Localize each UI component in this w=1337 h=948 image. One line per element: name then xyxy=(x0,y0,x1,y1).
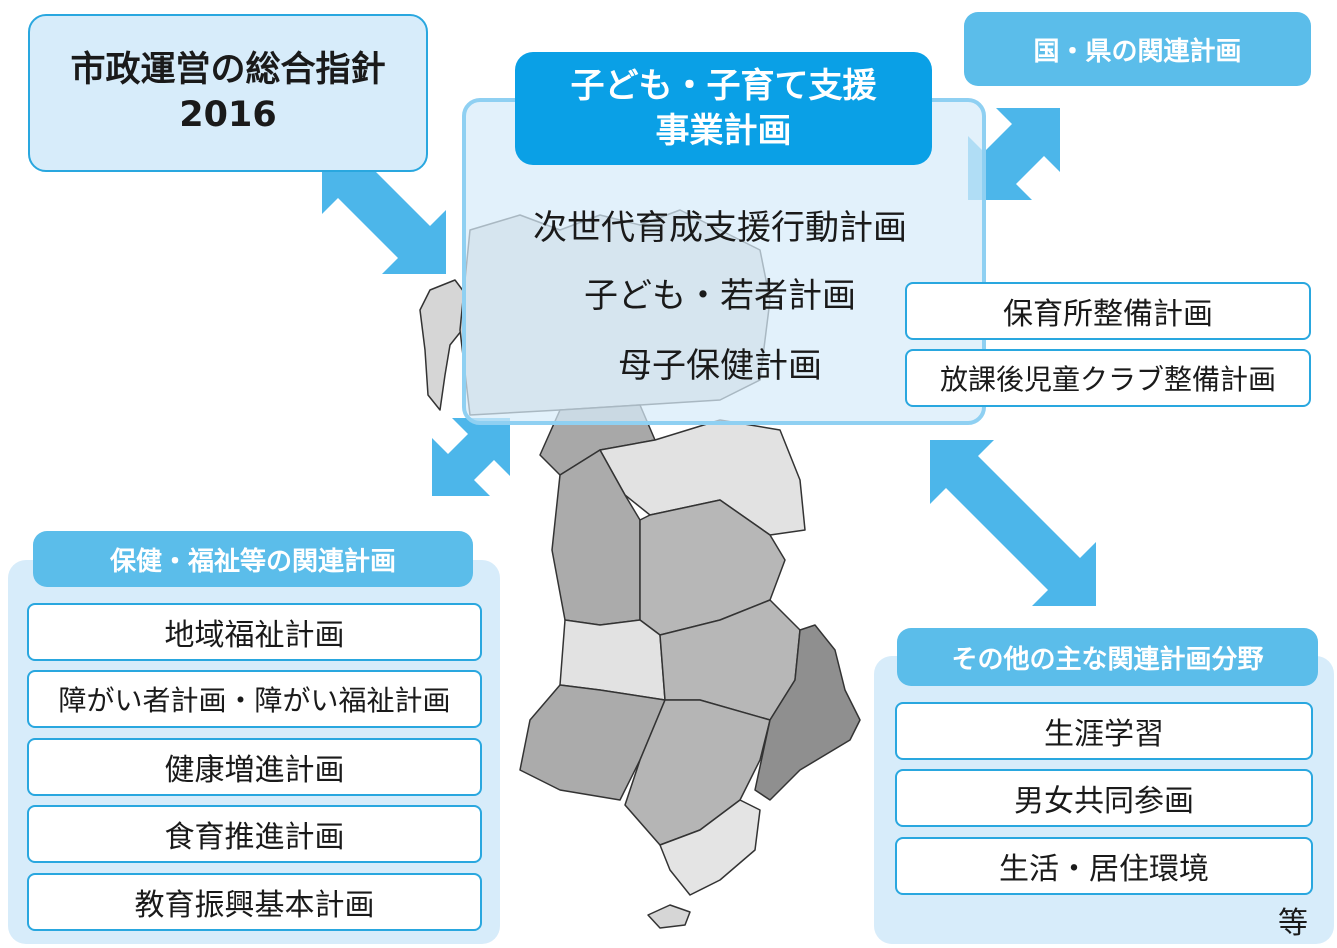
map-district xyxy=(599,419,806,536)
arrow-health-center xyxy=(432,418,510,496)
health-welfare-item-label: 健康増進計画 xyxy=(164,753,345,788)
etcetera-label: 等 xyxy=(1278,906,1308,941)
other-fields-title: その他の主な関連計画分野 xyxy=(951,644,1264,675)
nursery-plan-box: 保育所整備計画 xyxy=(905,282,1311,340)
center-header: 子ども・子育て支援 事業計画 xyxy=(515,52,932,165)
after-school-club-plan-box: 放課後児童クラブ整備計画 xyxy=(905,349,1311,407)
other-field-item: 生涯学習 xyxy=(895,702,1313,760)
center-header-line2: 事業計画 xyxy=(655,110,792,151)
other-field-item-label: 生涯学習 xyxy=(1044,717,1164,752)
arrow-national-center xyxy=(968,108,1060,200)
arrow-center-other xyxy=(930,440,1096,606)
health-welfare-item: 地域福祉計画 xyxy=(27,603,482,661)
other-field-item: 生活・居住環境 xyxy=(895,837,1313,895)
nursery-plan-label: 保育所整備計画 xyxy=(1003,297,1213,332)
health-welfare-item-label: 地域福祉計画 xyxy=(164,618,345,653)
plan-next-generation: 次世代育成支援行動計画 xyxy=(533,208,907,248)
health-welfare-item-label: 障がい者計画・障がい福祉計画 xyxy=(58,684,451,717)
health-welfare-item-label: 食育推進計画 xyxy=(164,820,345,855)
map-district xyxy=(519,684,666,801)
health-welfare-item-label: 教育振興基本計画 xyxy=(134,888,375,923)
after-school-club-plan-label: 放課後児童クラブ整備計画 xyxy=(939,363,1276,396)
health-welfare-item: 教育振興基本計画 xyxy=(27,873,482,931)
other-field-item: 男女共同参画 xyxy=(895,769,1313,827)
map-district xyxy=(754,624,861,801)
national-prefectural-plans-tab: 国・県の関連計画 xyxy=(964,12,1311,86)
other-field-item-label: 生活・居住環境 xyxy=(999,852,1209,887)
other-field-item-label: 男女共同参画 xyxy=(1014,784,1194,819)
health-welfare-item: 食育推進計画 xyxy=(27,805,482,863)
policy-title: 市政運営の総合指針 xyxy=(70,49,386,90)
plan-children-youth: 子ども・若者計画 xyxy=(584,276,856,316)
national-label: 国・県の関連計画 xyxy=(1033,36,1242,67)
arrow-policy-center xyxy=(322,150,446,274)
policy-box: 市政運営の総合指針 2016 xyxy=(28,14,428,172)
health-welfare-title: 保健・福祉等の関連計画 xyxy=(109,546,396,577)
plan-maternal-child-health: 母子保健計画 xyxy=(618,346,822,386)
center-header-line1: 子ども・子育て支援 xyxy=(570,66,877,107)
health-welfare-item: 健康増進計画 xyxy=(27,738,482,796)
health-welfare-item: 障がい者計画・障がい福祉計画 xyxy=(27,670,482,728)
health-welfare-title-tab: 保健・福祉等の関連計画 xyxy=(33,531,473,587)
map-district xyxy=(647,904,691,929)
other-fields-title-tab: その他の主な関連計画分野 xyxy=(897,628,1318,686)
map-district xyxy=(659,799,761,896)
policy-year: 2016 xyxy=(179,95,277,135)
